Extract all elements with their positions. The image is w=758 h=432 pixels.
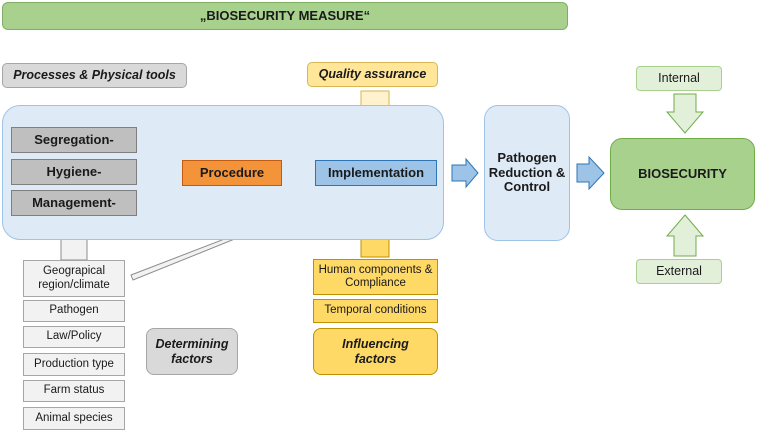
procedure-box: Procedure: [182, 160, 282, 186]
factor-farm-status: Farm status: [23, 380, 125, 402]
quality-assurance-label: Quality assurance: [307, 62, 438, 87]
factor-production-type: Production type: [23, 353, 125, 376]
pathogen-control-label: Pathogen Reduction & Control: [488, 149, 566, 195]
hygiene-box: Hygiene-: [11, 159, 137, 185]
factor-geography: Geograpical region/climate: [23, 260, 125, 297]
influencing-factors-label: Influencing factors: [313, 328, 438, 375]
diagram-title: „BIOSECURITY MEASURE“: [2, 2, 568, 30]
factor-animal-species: Animal species: [23, 407, 125, 430]
segregation-box: Segregation-: [11, 127, 137, 153]
implementation-box: Implementation: [315, 160, 437, 186]
processes-label: Processes & Physical tools: [2, 63, 187, 88]
factor-pathogen: Pathogen: [23, 300, 125, 322]
influence-human: Human components & Compliance: [313, 259, 438, 295]
external-arrow: [665, 214, 705, 257]
factor-law-policy: Law/Policy: [23, 326, 125, 348]
biosecurity-box: BIOSECURITY: [610, 138, 755, 210]
management-box: Management-: [11, 190, 137, 216]
internal-box: Internal: [636, 66, 722, 91]
determining-factors-label: Determining factors: [146, 328, 238, 375]
influence-temporal: Temporal conditions: [313, 299, 438, 323]
external-box: External: [636, 259, 722, 284]
pathogen-control-box: Pathogen Reduction & Control: [484, 105, 570, 241]
pathogen-to-biosecurity-arrow: [576, 155, 605, 191]
panel-to-pathogen-arrow: [451, 157, 479, 189]
internal-arrow: [665, 93, 705, 134]
